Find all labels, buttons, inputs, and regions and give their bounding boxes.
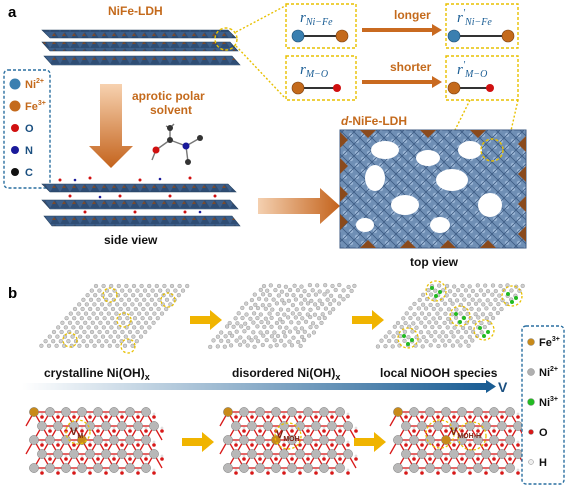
down-arrow	[89, 84, 133, 168]
zoom-line-lower	[235, 45, 286, 99]
stage1-label: crystalline Ni(OH)x	[44, 366, 150, 382]
right-arrow	[258, 188, 340, 224]
niooh-lattice	[375, 283, 525, 349]
legend-a-label-1: Fe3+	[25, 100, 46, 113]
top-view-highlight	[480, 138, 504, 162]
bond-m-o-label: rM−O	[300, 62, 328, 80]
dmf-molecule	[151, 123, 203, 165]
crystal-structure-vm	[25, 407, 164, 475]
bond-ni-fe-label: rNi−Fe	[300, 10, 333, 28]
vacancy-highlights	[65, 419, 487, 451]
shorter-label: shorter	[390, 60, 432, 74]
vacancy-arrow-head	[486, 380, 496, 393]
zoom-line-right-2	[509, 99, 519, 136]
bond-box-m-o	[285, 55, 357, 101]
bond-box-m-o-prime	[445, 55, 519, 101]
legend-b-marker-1	[527, 368, 535, 376]
legend-a-marker-1	[9, 100, 21, 112]
vacancy-axis-label: V	[498, 379, 508, 395]
m-o-bond-model	[291, 81, 341, 95]
lattice1-highlights	[62, 287, 176, 354]
shorter-arrow	[362, 76, 442, 88]
panel-b-label: b	[8, 285, 17, 302]
side-view-label: side view	[104, 233, 158, 247]
bond-box-ni-fe	[285, 3, 357, 49]
legend-a-box	[3, 69, 51, 189]
top-view-label: top view	[410, 255, 459, 269]
niooh-highlights	[397, 280, 523, 349]
crystalline-lattice	[39, 283, 190, 348]
crystal-structure-vmoh	[219, 407, 358, 475]
stage-arrow-3	[182, 432, 214, 452]
bond-box-ni-fe-prime	[445, 3, 519, 49]
ni3-points	[402, 286, 518, 346]
legend-b-label-3: O	[539, 427, 548, 439]
vacancy-gradient-bar	[22, 383, 486, 390]
legend-a-label-3: N	[25, 145, 33, 157]
zoom-highlight-circle	[214, 27, 238, 51]
top-view-mesh	[339, 129, 527, 249]
bond-ni-fe-prime-label: r′Ni−Fe	[457, 8, 492, 28]
stage2-label: disordered Ni(OH)x	[232, 366, 340, 382]
solvent-label-1: aprotic polar	[132, 89, 205, 103]
legend-a-label-2: O	[25, 123, 34, 135]
legend-a: Ni2+ Fe3+ ONC	[9, 78, 46, 179]
zoom-line-upper	[235, 5, 286, 33]
legend-b-marker-0	[527, 338, 535, 346]
zoom-line-right-1	[454, 99, 471, 131]
legend-b-label-1: Ni2+	[539, 366, 558, 379]
legend-b-label-2: Ni3+	[539, 396, 558, 409]
stage-arrow-1	[190, 310, 222, 330]
stage3-label: local NiOOH species	[380, 366, 498, 380]
panel-a-label: a	[8, 4, 17, 21]
legend-b-marker-3	[528, 429, 534, 435]
solvent-label-2: solvent	[150, 103, 192, 117]
legend-a-label-4: C	[25, 167, 33, 179]
legend-b: Fe3+ Ni2+ Ni3+ O H	[527, 336, 560, 469]
legend-a-marker-4	[11, 168, 19, 176]
nife-ldh-title: NiFe-LDH	[108, 4, 163, 18]
longer-arrow	[362, 24, 442, 36]
legend-b-label-4: H	[539, 457, 547, 469]
stage-arrow-4	[354, 432, 386, 452]
ni-fe-bond-model-prime	[447, 29, 515, 43]
legend-b-marker-4	[528, 459, 534, 465]
legend-a-marker-0	[9, 78, 21, 90]
legend-b-label-0: Fe3+	[539, 336, 560, 349]
ni-fe-bond-model	[291, 29, 349, 43]
longer-label: longer	[394, 8, 431, 22]
legend-b-marker-2	[527, 398, 535, 406]
vac-moh-label: VMOH	[276, 429, 300, 443]
bond-m-o-prime-label: r′M−O	[457, 60, 487, 80]
vac-m-label: VM	[70, 426, 83, 440]
ldh-layers-bottom	[41, 176, 241, 227]
d-nife-ldh-title: d-NiFe-LDH	[341, 114, 407, 128]
legend-a-label-0: Ni2+	[25, 78, 44, 91]
disordered-lattice	[208, 282, 357, 349]
stage-arrow-2	[352, 310, 384, 330]
legend-a-marker-3	[11, 146, 19, 154]
vac-moh-h-label: VMOH-H	[450, 426, 481, 440]
crystal-structure-vmoh-h	[389, 407, 528, 475]
ldh-layers-top	[41, 29, 241, 66]
legend-b-box	[521, 325, 565, 485]
m-o-bond-model-prime	[447, 81, 494, 95]
legend-a-marker-2	[11, 124, 19, 132]
